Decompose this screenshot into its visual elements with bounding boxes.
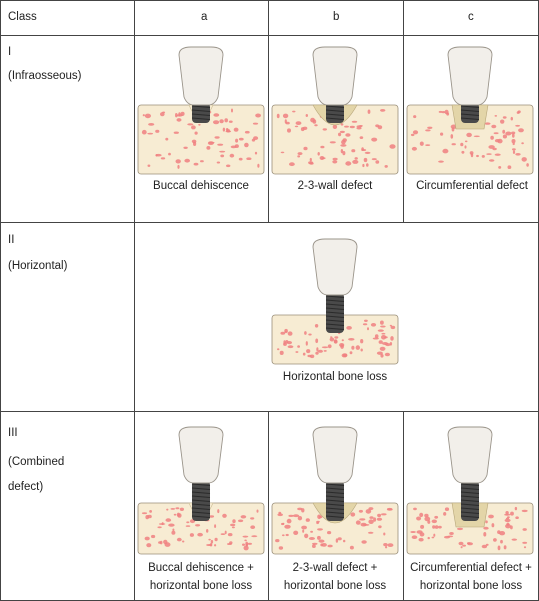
header-col-b: b [333,11,340,23]
column-rule-3 [403,0,404,222]
header-rule [0,35,539,36]
row-1-numeral: I [8,46,12,58]
row-rule-2 [0,411,539,412]
header-class: Class [8,11,37,23]
header-col-c: c [468,11,474,23]
caption-3a: Buccal dehiscence + horizontal bone loss [148,562,254,592]
row-1-name: (Infraosseous) [8,70,82,82]
column-rule-3b [403,411,404,601]
implant-illustration-1a [137,45,265,175]
row-3-name: (Combined defect) [8,456,65,493]
row-2-numeral: II [8,234,15,246]
implant-illustration-3c [406,425,534,555]
caption-3b: 2-3-wall defect + horizontal bone loss [283,562,387,592]
caption-1b: 2-3-wall defect [297,180,373,192]
column-rule-2 [268,0,269,222]
caption-1a: Buccal dehiscence [153,180,249,192]
implant-illustration-1b [271,45,399,175]
column-rule-1 [134,0,135,601]
row-3-numeral: III [8,427,18,439]
implant-illustration-1c [406,45,534,175]
caption-2: Horizontal bone loss [282,371,388,383]
implant-illustration-3b [271,425,399,555]
table-border-left [0,0,1,601]
row-2-name: (Horizontal) [8,260,68,272]
caption-1c: Circumferential defect [416,180,528,192]
column-rule-2b [268,411,269,601]
caption-3c: Circumferential defect + horizontal bone… [410,562,532,592]
implant-illustration-2 [271,237,399,367]
row-rule-1 [0,222,539,223]
implant-illustration-3a [137,425,265,555]
table-border-top [0,0,539,1]
